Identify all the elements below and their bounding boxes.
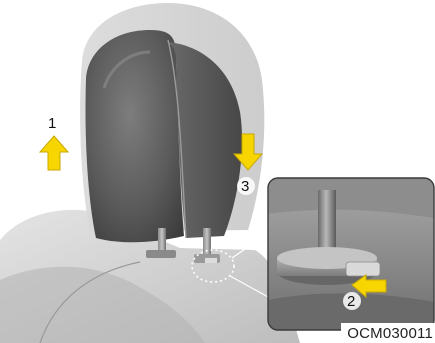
step-3-label: 3 [241,178,249,195]
step-2-label: 2 [347,293,355,310]
headrest-main [85,30,184,242]
headrest-post-right [203,228,211,258]
step-1-label: 1 [48,115,56,132]
post-guide-left [146,250,176,258]
release-button [205,258,217,263]
figure-code: OCM030011 [341,323,435,343]
arrow-up-icon [40,136,68,170]
